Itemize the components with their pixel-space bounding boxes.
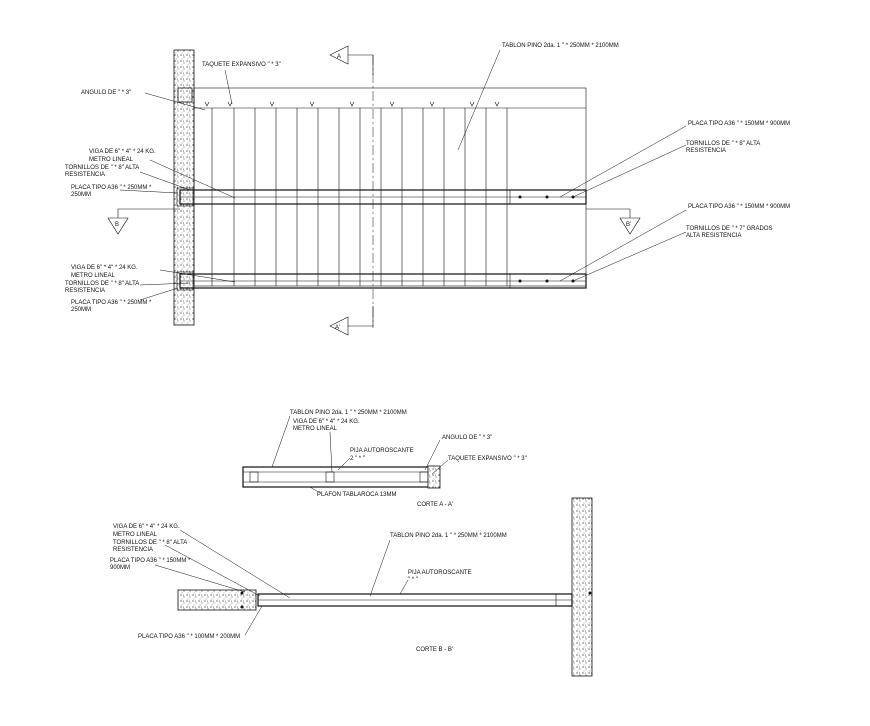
section-marker-b-left: B — [107, 217, 129, 235]
svg-text:250MM: 250MM — [71, 307, 91, 313]
svg-text:B': B' — [626, 222, 631, 228]
svg-text:A: A — [337, 54, 341, 60]
section-marker-a-bottom: A' — [329, 316, 349, 336]
b-label-tornillos: TORNILLOS DE " * 8" ALTA — [113, 540, 187, 546]
svg-text:A': A' — [335, 325, 340, 331]
svg-text:METRO LINEAL: METRO LINEAL — [89, 157, 134, 163]
svg-text:250MM: 250MM — [71, 192, 91, 198]
b-label-placa-bottom: PLACA TIPO A36 " * 100MM * 200MM — [138, 634, 240, 640]
section-a-title: CORTE A - A' — [417, 502, 453, 508]
label-taquete: TAQUETE EXPANSIVO " * 3" — [202, 62, 281, 68]
svg-text:B: B — [115, 222, 119, 228]
label-tornillos: TORNILLOS DE " * 8" ALTA — [65, 165, 139, 171]
label-placa-b: PLACA TIPO A36 " * 250MM * — [71, 300, 152, 306]
section-b-wall-left — [177, 589, 257, 611]
svg-text:" * ": " * " — [408, 577, 418, 583]
a-label-angulo: ANGULO DE " * 3" — [442, 435, 492, 441]
plan-wall-cap — [177, 87, 193, 103]
deck-outline — [193, 87, 587, 287]
svg-text:RESISTENCIA: RESISTENCIA — [113, 547, 153, 553]
label-viga: VIGA DE 6" * 4" * 24 KG. — [89, 149, 156, 155]
section-marker-a-top: A — [329, 45, 349, 65]
plan-view: A A' B B' TABLON PINO 2da. 1 " * 250MM *… — [65, 43, 790, 336]
b-label-placa: PLACA TIPO A36 " * 150MM * — [110, 558, 191, 564]
svg-text:2 " * ": 2 " * " — [350, 456, 365, 462]
anchor-marks — [204, 101, 500, 107]
label-placa-right-2: PLACA TIPO A36 " * 150MM * 900MM — [688, 204, 790, 210]
beams — [176, 187, 587, 291]
b-label-pija: PIJA AUTOROSCANTE — [408, 570, 472, 576]
label-tornillos-right-1: TORNILLOS DE " * 8" ALTA — [686, 141, 760, 147]
svg-text:METRO LINEAL: METRO LINEAL — [71, 273, 116, 279]
label-tornillos-right-2: TORNILLOS DE " * 7" GRADOS — [686, 226, 773, 232]
section-b-wall-right — [571, 497, 593, 677]
label-tablon: TABLON PINO 2da. 1 " * 250MM * 2100MM — [502, 43, 619, 49]
svg-text:RESISTENCIA: RESISTENCIA — [65, 288, 105, 294]
a-label-pija: PIJA AUTOROSCANTE — [350, 448, 414, 454]
svg-text:METRO LINEAL: METRO LINEAL — [113, 532, 158, 538]
svg-text:RESISTENCIA: RESISTENCIA — [686, 148, 726, 154]
a-label-plafon: PLAFON TABLAROCA 13MM — [317, 492, 396, 498]
section-marker-b-right: B' — [619, 217, 641, 235]
b-label-viga: VIGA DE 6" * 4" * 24 KG. — [113, 524, 180, 530]
svg-text:METRO LINEAL: METRO LINEAL — [293, 426, 338, 432]
section-b: VIGA DE 6" * 4" * 24 KG. METRO LINEAL TO… — [110, 497, 593, 677]
section-b-title: CORTE B - B' — [416, 647, 453, 653]
label-angulo: ANGULO DE " * 3" — [81, 90, 131, 96]
label-tornillos-b: TORNILLOS DE " * 8" ALTA — [65, 281, 139, 287]
label-placa: PLACA TIPO A36 " * 250MM * — [71, 185, 152, 191]
label-viga-b: VIGA DE 6" * 4" * 24 KG. — [71, 265, 138, 271]
label-placa-right-1: PLACA TIPO A36 " * 150MM * 900MM — [688, 121, 790, 127]
a-label-viga: VIGA DE 6" * 4" * 24 KG. — [293, 419, 360, 425]
a-label-tablon: TABLON PINO 2da. 1 " * 250MM * 2100MM — [290, 410, 407, 416]
a-label-taquete: TAQUETE EXPANSIVO " * 3" — [448, 456, 527, 462]
section-a: TABLON PINO 2da. 1 " * 250MM * 2100MM VI… — [242, 410, 527, 508]
svg-text:RESISTENCIA: RESISTENCIA — [65, 172, 105, 178]
b-label-tablon: TABLON PINO 2da. 1 " * 250MM * 2100MM — [390, 533, 507, 539]
svg-text:900MM: 900MM — [110, 565, 130, 571]
svg-text:ALTA RESISTENCIA: ALTA RESISTENCIA — [686, 233, 741, 239]
